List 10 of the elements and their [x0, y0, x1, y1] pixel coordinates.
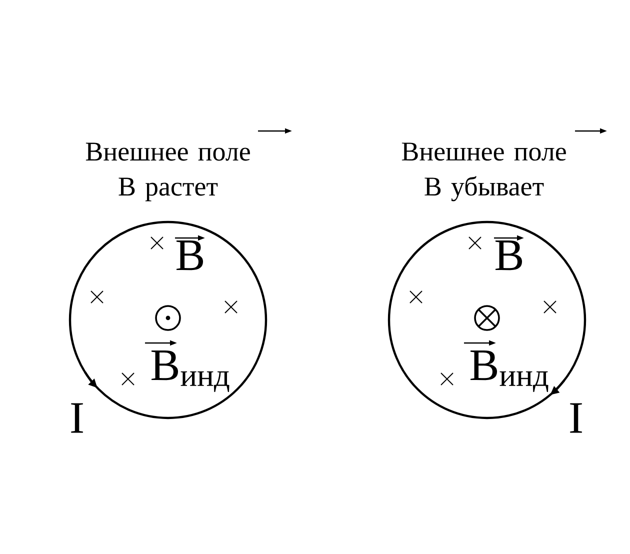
node-text: Внешнее поле B убывает B B$_{инд}$	[402, 142, 566, 392]
heading: Внешнее поле B убывает	[402, 142, 566, 202]
vector-label: B	[176, 240, 204, 270]
current-label: I	[570, 403, 582, 433]
vector-label: B$_{инд}$	[470, 350, 548, 392]
vector-label: B$_{инд}$	[152, 350, 230, 392]
node-text: Внешнее поле B растет B B$_{инд}$	[86, 142, 250, 392]
vector-label: B	[496, 240, 522, 270]
current-label: I	[71, 403, 83, 433]
heading: Внешнее поле B растет	[86, 142, 250, 202]
